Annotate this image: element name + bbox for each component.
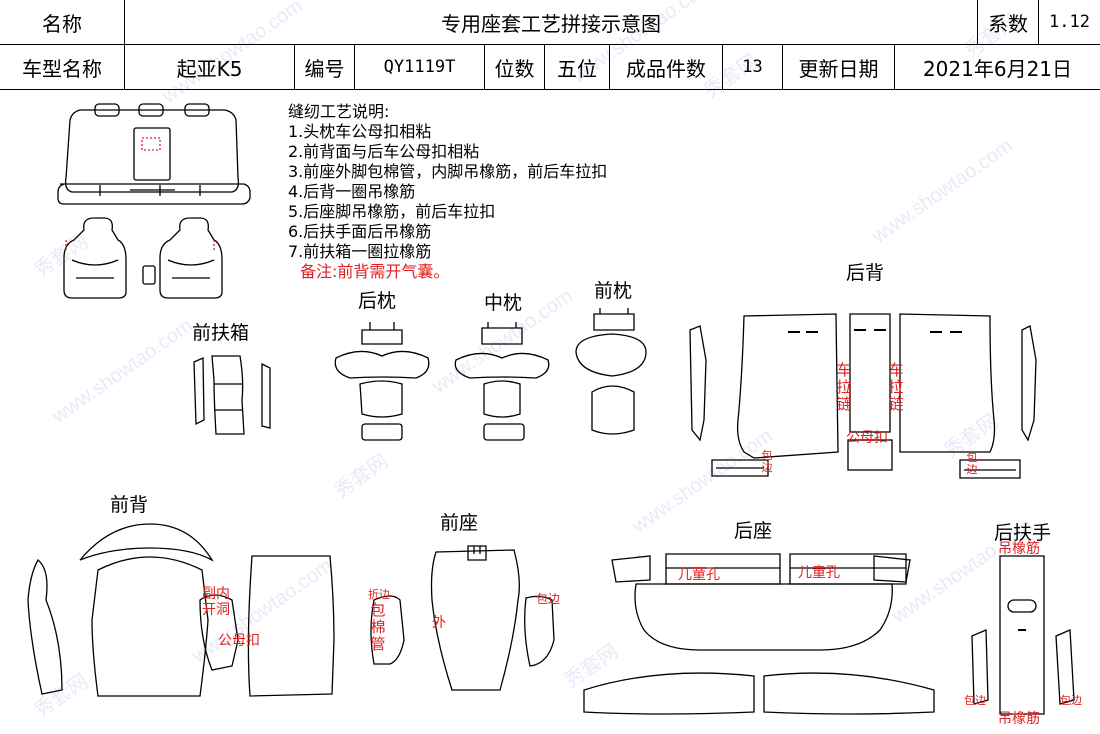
annotation-child-hole-left: 儿童孔: [678, 567, 720, 583]
note-item: 6.后扶手面后吊橡筋: [288, 222, 432, 241]
model-value: 起亚K5: [125, 45, 295, 89]
rear-headrest-pieces: [334, 322, 430, 441]
annotation-edge-front-seat: 包边: [536, 592, 561, 606]
rear-seat-pieces: [583, 553, 935, 715]
annotation-zipper-right: 车拉链: [888, 361, 904, 413]
annotation-elastic-top: 吊橡筋: [998, 541, 1040, 557]
note-item: 4.后背一圈吊橡筋: [288, 182, 416, 201]
annotation-edge-rear-back-left: 包边: [761, 449, 773, 474]
annotation-snap-front-back: 公母扣: [218, 633, 260, 649]
header-row-2: 车型名称 起亚K5 编号 QY1119T 位数 五位 成品件数 13 更新日期 …: [0, 45, 1100, 90]
label-rear-back: 后背: [846, 262, 885, 284]
annotation-snap-rear-back: 公母扣: [846, 430, 888, 446]
label-front-back: 前背: [110, 494, 149, 516]
rear-armrest-pieces: [971, 555, 1075, 715]
annotation-inner-hole: 副内开洞: [202, 586, 230, 618]
annotation-edge-rear-back-right: 包边: [966, 451, 978, 476]
note-item: 3.前座外脚包棉管，内脚吊橡筋，前后车拉扣: [288, 162, 608, 181]
annotation-foam-tube: 包棉管: [370, 601, 386, 653]
annotation-child-hole-right: 儿童孔: [798, 565, 840, 581]
note-item: 1.头枕车公母扣相粘: [288, 122, 432, 141]
front-seats-overview: [63, 217, 223, 299]
front-armbox-pieces: [193, 355, 271, 435]
coefficient-label: 系数: [978, 0, 1039, 44]
front-headrest-pieces: [575, 308, 647, 435]
mid-headrest-pieces: [454, 322, 550, 441]
label-rear-seat: 后座: [734, 520, 773, 542]
annotation-outer: 外: [432, 615, 446, 631]
label-front-armbox: 前扶箱: [192, 322, 250, 344]
notes-remark: 备注:前背需开气囊。: [300, 262, 450, 281]
seats-label: 位数: [485, 45, 545, 89]
model-label: 车型名称: [0, 45, 125, 89]
annotation-edge-arm-right: 包边: [1060, 694, 1082, 707]
seats-value: 五位: [545, 45, 610, 89]
document-title: 专用座套工艺拼接示意图: [125, 0, 978, 44]
annotation-edge-arm-left: 包边: [964, 694, 986, 707]
header-row-1: 名称 专用座套工艺拼接示意图 系数 1.12: [0, 0, 1100, 45]
date-value: 2021年6月21日: [922, 56, 1073, 81]
label-mid-headrest: 中枕: [484, 292, 523, 314]
annotation-zipper-left: 车拉链: [836, 361, 852, 413]
pieces-label: 成品件数: [610, 45, 723, 89]
label-front-seat: 前座: [440, 512, 479, 534]
pieces-value: 13: [723, 45, 783, 89]
date-label: 更新日期: [783, 45, 895, 89]
annotation-elastic-bottom: 吊橡筋: [998, 711, 1040, 727]
rear-back-pieces: [689, 313, 1037, 479]
front-seat-pieces: [370, 545, 555, 691]
note-item: 2.前背面与后车公母扣相粘: [288, 142, 480, 161]
label-front-headrest: 前枕: [594, 280, 633, 302]
notes-title: 缝纫工艺说明:: [288, 102, 390, 121]
name-label: 名称: [0, 0, 125, 44]
code-label: 编号: [295, 45, 355, 89]
label-rear-headrest: 后枕: [358, 290, 397, 312]
rear-bench-overview: [57, 103, 251, 205]
coefficient-value: 1.12: [1049, 12, 1090, 32]
label-rear-armrest: 后扶手: [994, 522, 1052, 544]
note-item: 5.后座脚吊橡筋，前后车拉扣: [288, 202, 496, 221]
annotation-fold-edge: 折边: [368, 588, 390, 601]
front-back-pieces: [27, 523, 335, 697]
sewing-notes: 缝纫工艺说明: 1.头枕车公母扣相粘 2.前背面与后车公母扣相粘 3.前座外脚包…: [288, 102, 607, 282]
header-table: 名称 专用座套工艺拼接示意图 系数 1.12 车型名称 起亚K5 编号 QY11…: [0, 0, 1100, 90]
note-item: 7.前扶箱一圈拉橡筋: [288, 242, 432, 261]
code-value: QY1119T: [355, 45, 485, 89]
